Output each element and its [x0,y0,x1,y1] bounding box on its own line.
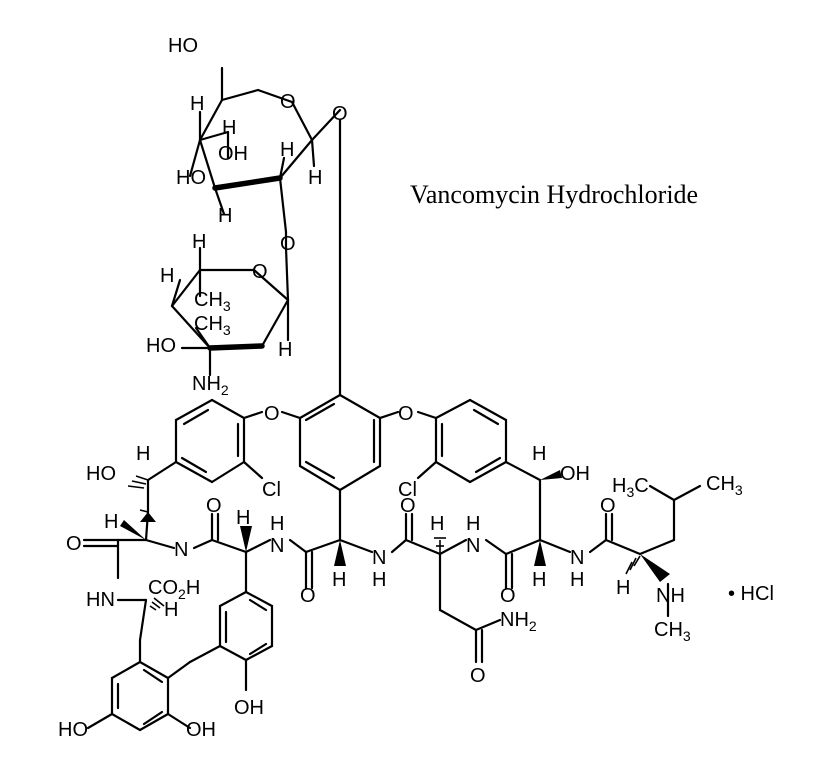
atom-glc-h-c5: H [190,93,204,115]
atom-glc-ho-c4: HO [176,167,206,189]
atom-oh-res-bottom: OH [186,719,216,741]
atom-o-carbonyl-3: O [300,585,316,607]
atom-glc-oh-c3: OH [218,143,248,165]
atom-o-asn: O [470,665,486,687]
atom-o-carbonyl-2: O [206,495,222,517]
atom-nh-7: HN [86,589,115,611]
atom-co2h: CO2H [148,577,200,602]
atom-glc-anomeric-o: O [332,103,348,125]
atom-h-alpha-3: H [430,513,444,535]
atom-glc-h-c2: H [280,139,294,161]
atom-o-carbonyl-4: O [400,495,416,517]
atom-h-alpha-2: H [236,507,250,529]
atom-nh-5: H [570,569,584,591]
salt-label: • HCl [728,583,774,605]
atom-h-alpha-5: H [532,569,546,591]
atom-glycosidic-o: O [280,233,296,255]
atom-glc-h-c3: H [218,205,232,227]
atom-ho-benzylic-left: HO [86,463,116,485]
atom-h3c-leu: H3C [612,475,649,500]
atom-cl-left: Cl [262,479,281,501]
atom-h-benzylic-left: H [136,443,150,465]
atom-ether-o-right: O [398,403,414,425]
compound-title: Vancomycin Hydrochloride [410,180,698,209]
atom-h-alpha-1: H [104,511,118,533]
atom-nh-leu: NH [656,585,685,607]
atom-nh-4: H [372,569,386,591]
atom-van-h-c5: H [192,231,206,253]
atom-o-carbonyl-5: O [500,585,516,607]
atom-ho-ch2: HO [168,35,198,57]
atom-ch3-leu: CH3 [706,473,743,498]
atom-n-1: N [174,539,188,561]
atom-h-alpha-4: H [332,569,346,591]
atom-n-4: N [372,547,386,569]
atom-nh-2: H [270,513,284,535]
bond-network [82,66,702,732]
atom-van-h-c1: H [278,339,292,361]
atom-van-h-c4: H [160,265,174,287]
stereo-bonds [120,470,670,611]
atom-cl-right: Cl [398,479,417,501]
atom-nh2-asn: NH2 [500,609,537,634]
atom-van-ring-o: O [252,261,268,283]
atom-n-2: N [270,535,284,557]
atom-n-5: N [570,547,584,569]
atom-h-benzylic-right: H [532,443,546,465]
atom-glc-ring-o: O [280,91,296,113]
atom-oh-phenol-mid: OH [234,697,264,719]
atom-ether-o-left: O [264,403,280,425]
atom-oh-benzylic-right: OH [560,463,590,485]
atom-van-nh2: NH2 [192,373,229,398]
atom-glc-h-c4: H [222,117,236,139]
atom-o-leu: O [600,495,616,517]
atom-van-ch3-c3: CH3 [194,313,231,338]
atom-van-ho-c4: HO [146,335,176,357]
atom-o-carbonyl-1: O [66,533,82,555]
atom-labels: HO O O H H OH HO H H H O H O H CH3 CH3 H… [58,35,743,741]
atom-h-alpha-leu: H [616,577,630,599]
atom-ho-res-bottom-left: HO [58,719,88,741]
atom-n-3: N [466,535,480,557]
atom-glc-h-c1: H [308,167,322,189]
atom-h-alpha-7: H [164,599,178,621]
atom-nh-3: H [466,513,480,535]
atom-ch3-n: CH3 [654,619,691,644]
atom-van-ch3-c5: CH3 [194,289,231,314]
